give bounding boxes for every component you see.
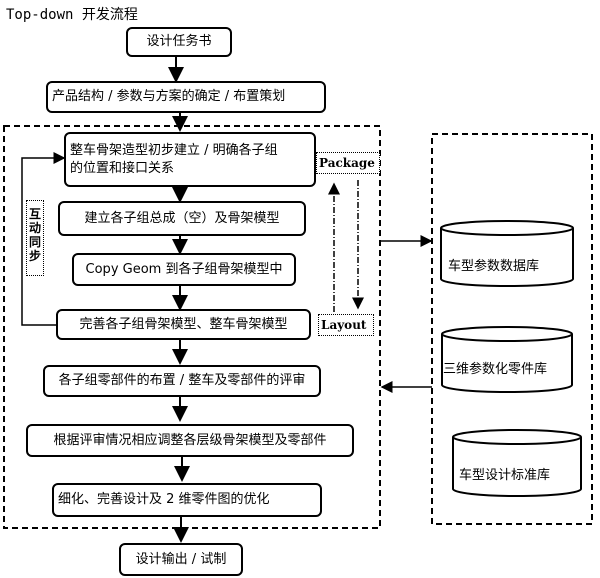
database-label-3: 车型设计标准库 xyxy=(459,468,551,483)
diagram-title: Top-down 开发流程 xyxy=(6,7,138,23)
flow-step2-label-line2: 的位置和接口关系 xyxy=(70,160,175,176)
flow-step7-label: 根据评审情况相应调整各层级骨架模型及零部件 xyxy=(53,432,327,448)
database-label-2: 三维参数化零件库 xyxy=(443,362,548,377)
flow-step3-label: 建立各子组总成（空）及骨架模型 xyxy=(84,210,280,226)
flow-start-label: 设计任务书 xyxy=(146,34,212,49)
layout-tag: Layout xyxy=(318,314,374,336)
flow-step4-box: Copy Geom 到各子组骨架模型中 xyxy=(72,253,296,286)
sync-tag-char: 互 xyxy=(28,207,41,221)
flow-step8-box: 细化、完善设计及 2 维零件图的优化 xyxy=(52,483,322,517)
database-cylinder-3 xyxy=(452,429,582,497)
flow-step5-label: 完善各子组骨架模型、整车骨架模型 xyxy=(79,316,288,332)
flow-step4-label: Copy Geom 到各子组骨架模型中 xyxy=(85,261,283,277)
flow-start-box: 设计任务书 xyxy=(126,27,232,57)
flow-step7-box: 根据评审情况相应调整各层级骨架模型及零部件 xyxy=(26,424,354,457)
flow-step1-label: 产品结构 / 参数与方案的确定 / 布置策划 xyxy=(52,89,286,104)
flow-step2-box: 整车骨架造型初步建立 / 明确各子组 的位置和接口关系 xyxy=(64,132,316,187)
sync-loop-line xyxy=(21,152,66,326)
flow-step6-box: 各子组零部件的布置 / 整车及零部件的评审 xyxy=(43,365,321,397)
sync-tag-label: 互动同步 xyxy=(27,207,43,263)
flow-end-box: 设计输出 / 试制 xyxy=(119,543,243,576)
database-label-1: 车型参数数据库 xyxy=(448,259,540,274)
flow-step6-label: 各子组零部件的布置 / 整车及零部件的评审 xyxy=(58,373,306,388)
flow-step2-label-line1: 整车骨架造型初步建立 / 明确各子组 xyxy=(70,142,278,158)
database-cylinder-1 xyxy=(440,220,574,287)
flow-step8-label: 细化、完善设计及 2 维零件图的优化 xyxy=(58,492,270,507)
sync-tag: 互动同步 xyxy=(26,200,44,276)
database-cylinder-2 xyxy=(441,326,573,393)
package-tag: Package xyxy=(316,152,380,174)
sync-tag-char: 同 xyxy=(28,235,41,249)
flow-step5-box: 完善各子组骨架模型、整车骨架模型 xyxy=(56,309,311,340)
flow-step3-box: 建立各子组总成（空）及骨架模型 xyxy=(58,201,306,236)
flow-step1-box: 产品结构 / 参数与方案的确定 / 布置策划 xyxy=(46,81,326,113)
database-container xyxy=(431,133,593,525)
sync-tag-char: 动 xyxy=(28,221,41,235)
flow-end-label: 设计输出 / 试制 xyxy=(135,551,227,567)
sync-tag-char: 步 xyxy=(28,249,41,263)
